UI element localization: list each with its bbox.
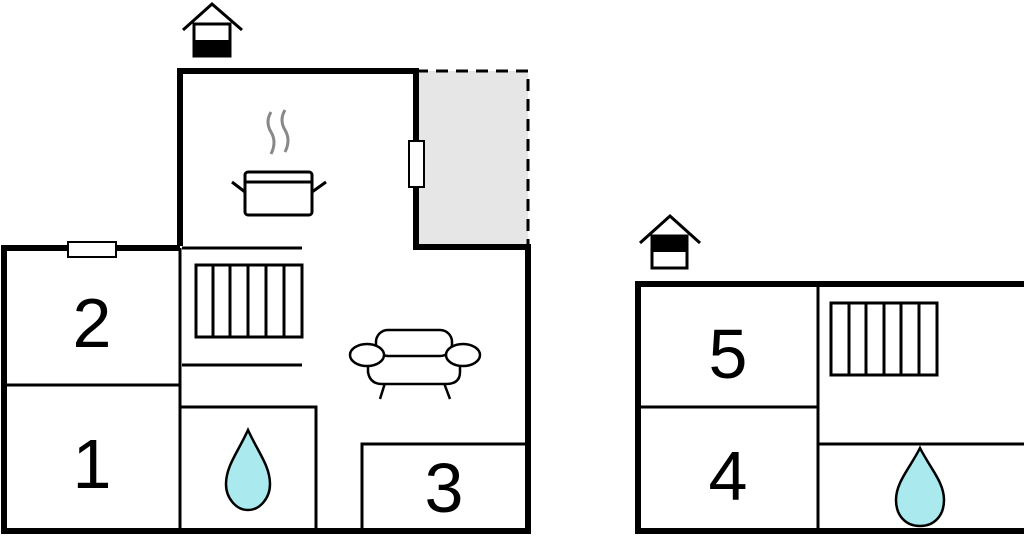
- kitchen-pot-icon: [231, 109, 327, 217]
- bathroom-water-drop-icon: [894, 445, 946, 528]
- building-b: 5 4: [635, 213, 1024, 534]
- house-entrance-icon: [638, 213, 702, 270]
- window-icon: [67, 241, 117, 258]
- room-number: 5: [709, 315, 748, 393]
- bathroom-water-drop-icon: [224, 426, 272, 512]
- terrace: [416, 71, 528, 247]
- room-number: 3: [425, 449, 464, 527]
- house-entrance-icon: [181, 2, 243, 58]
- stairs-icon: [829, 301, 939, 377]
- interior-walls: [638, 284, 1024, 531]
- building-a-outer-wall: [1, 68, 531, 534]
- stairs-icon: [182, 246, 304, 367]
- terrace-dashed-edge: [416, 69, 530, 247]
- building-a: 2 1 3: [1, 2, 531, 534]
- window-icon: [408, 140, 425, 188]
- room-number: 1: [73, 425, 112, 503]
- room-number: 4: [709, 437, 748, 515]
- sofa-icon: [348, 328, 482, 400]
- room-number: 2: [73, 284, 112, 362]
- interior-walls: [4, 248, 528, 531]
